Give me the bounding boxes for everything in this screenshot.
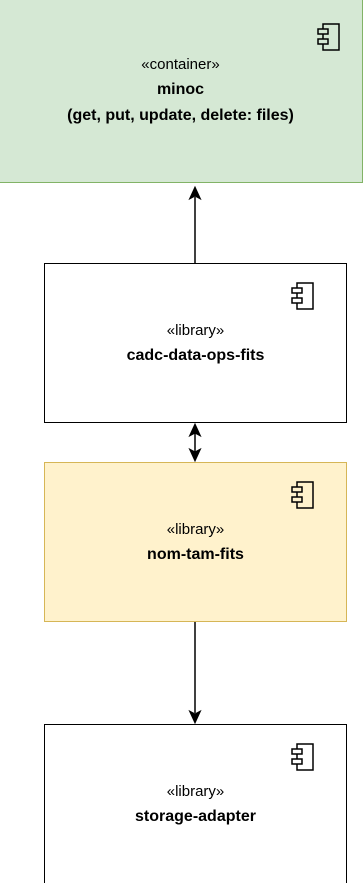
minoc-stereotype: «container» (141, 56, 220, 73)
arrowhead-up (188, 422, 202, 438)
nom-tam-fits-component[interactable]: «library» nom-tam-fits (44, 462, 347, 622)
nom-stereotype: «library» (166, 521, 225, 538)
arrowhead-up (188, 185, 202, 201)
cadc-name: cadc-data-ops-fits (126, 347, 265, 364)
cadc-stereotype: «library» (166, 322, 225, 339)
cadc-data-ops-fits-component[interactable]: «library» cadc-data-ops-fits (44, 263, 347, 423)
arrowhead-down (188, 447, 202, 463)
arrowhead-down (188, 709, 202, 725)
component-icon (291, 481, 314, 509)
storage-stereotype: «library» (166, 783, 225, 800)
component-icon (317, 23, 340, 51)
minoc-name: minoc (156, 81, 205, 98)
minoc-component[interactable]: «container» minoc (get, put, update, del… (0, 0, 363, 183)
storage-name: storage-adapter (135, 808, 256, 825)
component-icon (291, 743, 314, 771)
nom-name: nom-tam-fits (147, 546, 244, 563)
minoc-detail: (get, put, update, delete: files) (67, 107, 294, 124)
storage-adapter-component[interactable]: «library» storage-adapter (44, 724, 347, 883)
component-icon (291, 282, 314, 310)
